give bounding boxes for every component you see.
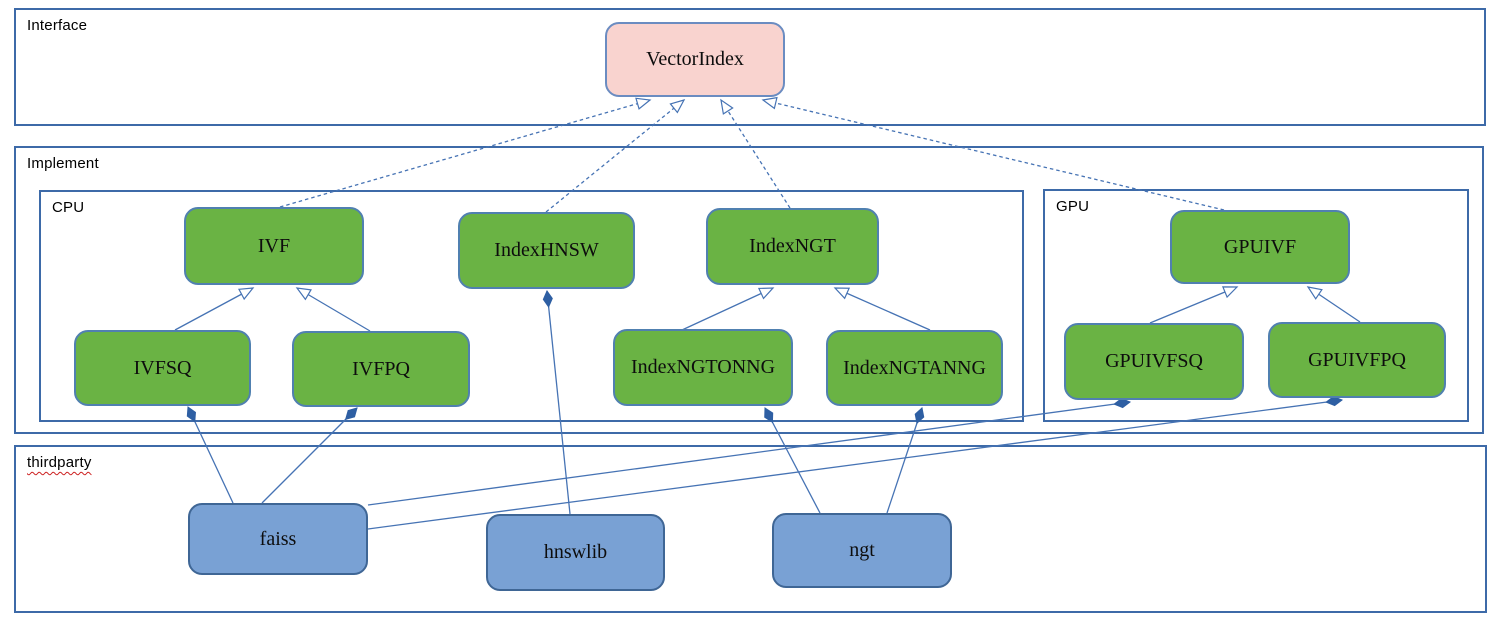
node-indexngt[interactable]: IndexNGT	[706, 208, 879, 285]
node-indexhnsw[interactable]: IndexHNSW	[458, 212, 635, 289]
edge-ivfsq-to-ivf	[174, 287, 255, 331]
node-label-gpuivfsq: GPUIVFSQ	[1105, 350, 1203, 372]
node-label-gpuivf: GPUIVF	[1223, 235, 1297, 258]
group-label-interface: Interface	[27, 17, 88, 34]
node-label-vectorindex: VectorIndex	[646, 48, 744, 70]
node-label-faiss: faiss	[259, 527, 297, 550]
edge-indexngtanng-to-indexngt	[833, 287, 931, 331]
node-gpuivf[interactable]: GPUIVF	[1170, 210, 1350, 284]
node-label-gpuivfpq: GPUIVFPQ	[1308, 348, 1406, 371]
node-label-ivfsq: IVFSQ	[133, 356, 192, 379]
edge-gpuivf-to-vectorindex	[761, 96, 1225, 211]
node-label-ivfpq: IVFPQ	[352, 357, 410, 380]
node-label-hnswlib: hnswlib	[543, 541, 608, 563]
node-label-ngt: ngt	[849, 539, 875, 561]
node-label-indexhnsw: IndexHNSW	[494, 239, 599, 261]
node-hnswlib[interactable]: hnswlib	[486, 514, 665, 591]
node-label-indexngtanng: IndexNGTANNG	[843, 356, 986, 379]
node-label-indexngt: IndexNGT	[749, 235, 836, 257]
edge-indexngt-to-vectorindex	[720, 98, 791, 209]
group-gpu[interactable]: GPU	[1043, 189, 1469, 422]
group-label-gpu: GPU	[1056, 198, 1090, 215]
edge-faiss-to-ivfpq	[261, 408, 357, 504]
edge-hnswlib-to-indexhnsw	[547, 291, 571, 515]
edge-gpuivfsq-to-gpuivf	[1149, 286, 1239, 324]
node-gpuivfpq[interactable]: GPUIVFPQ	[1268, 322, 1446, 398]
node-indexngtonng[interactable]: IndexNGTONNG	[613, 329, 793, 406]
group-thirdparty[interactable]: thirdparty	[14, 445, 1487, 613]
group-label-cpu: CPU	[52, 199, 85, 216]
group-interface[interactable]: Interface	[14, 8, 1486, 126]
edge-gpuivfpq-to-gpuivf	[1306, 286, 1361, 323]
node-ivf[interactable]: IVF	[184, 207, 364, 285]
edge-faiss-to-gpuivfpq	[367, 400, 1342, 530]
group-label-implement: Implement	[27, 155, 99, 172]
node-ivfpq[interactable]: IVFPQ	[292, 331, 470, 407]
edge-faiss-to-ivfsq	[188, 407, 234, 504]
node-faiss[interactable]: faiss	[188, 503, 368, 575]
group-cpu[interactable]: CPU	[39, 190, 1024, 422]
edge-ngt-to-indexngtonng	[765, 408, 821, 514]
edge-indexngtonng-to-indexngt	[681, 287, 775, 331]
edge-ivfpq-to-ivf	[295, 287, 371, 332]
group-implement[interactable]: Implement	[14, 146, 1484, 434]
node-indexngtanng[interactable]: IndexNGTANNG	[826, 330, 1003, 406]
edge-ivf-to-vectorindex	[279, 97, 652, 208]
node-ngt[interactable]: ngt	[772, 513, 952, 588]
edge-indexhnsw-to-vectorindex	[545, 99, 686, 213]
node-label-ivf: IVF	[257, 234, 291, 257]
group-label-thirdparty: thirdparty	[27, 454, 92, 471]
node-label-indexngtonng: IndexNGTONNG	[630, 356, 776, 378]
node-vectorindex[interactable]: VectorIndex	[605, 22, 785, 97]
edge-faiss-to-gpuivfsq	[367, 402, 1130, 506]
node-gpuivfsq[interactable]: GPUIVFSQ	[1064, 323, 1244, 400]
edge-ngt-to-indexngtanng	[886, 408, 922, 514]
node-ivfsq[interactable]: IVFSQ	[74, 330, 251, 406]
